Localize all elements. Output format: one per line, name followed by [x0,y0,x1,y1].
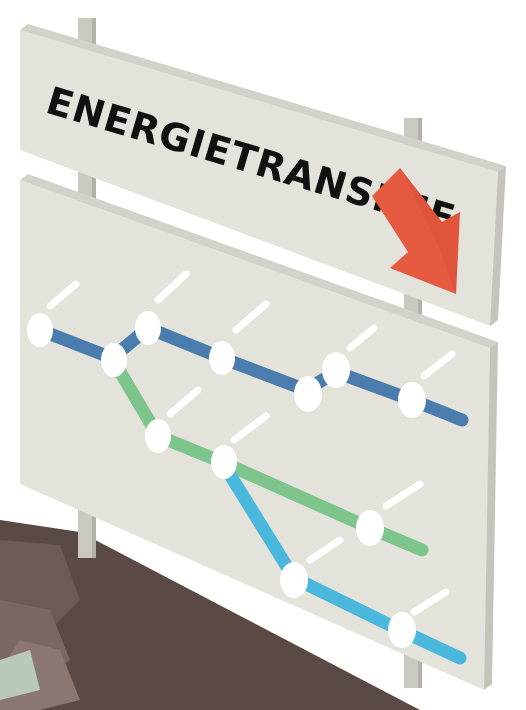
station [101,343,127,377]
down-right-arrow-icon [372,168,460,294]
station [209,341,235,375]
station [27,313,53,347]
station [398,382,426,418]
title-board: ENERGIETRANSITIE [20,24,506,326]
station [280,562,308,598]
station [211,445,237,479]
station [135,311,161,345]
ground [0,520,420,710]
stations [27,311,426,648]
cyan-line [215,455,467,665]
station [356,510,384,546]
map-board [20,174,498,690]
station [294,376,322,412]
station [322,352,350,388]
transit-map [27,270,469,665]
station [145,419,171,453]
station-label-dashes [46,270,456,616]
station [388,612,416,648]
